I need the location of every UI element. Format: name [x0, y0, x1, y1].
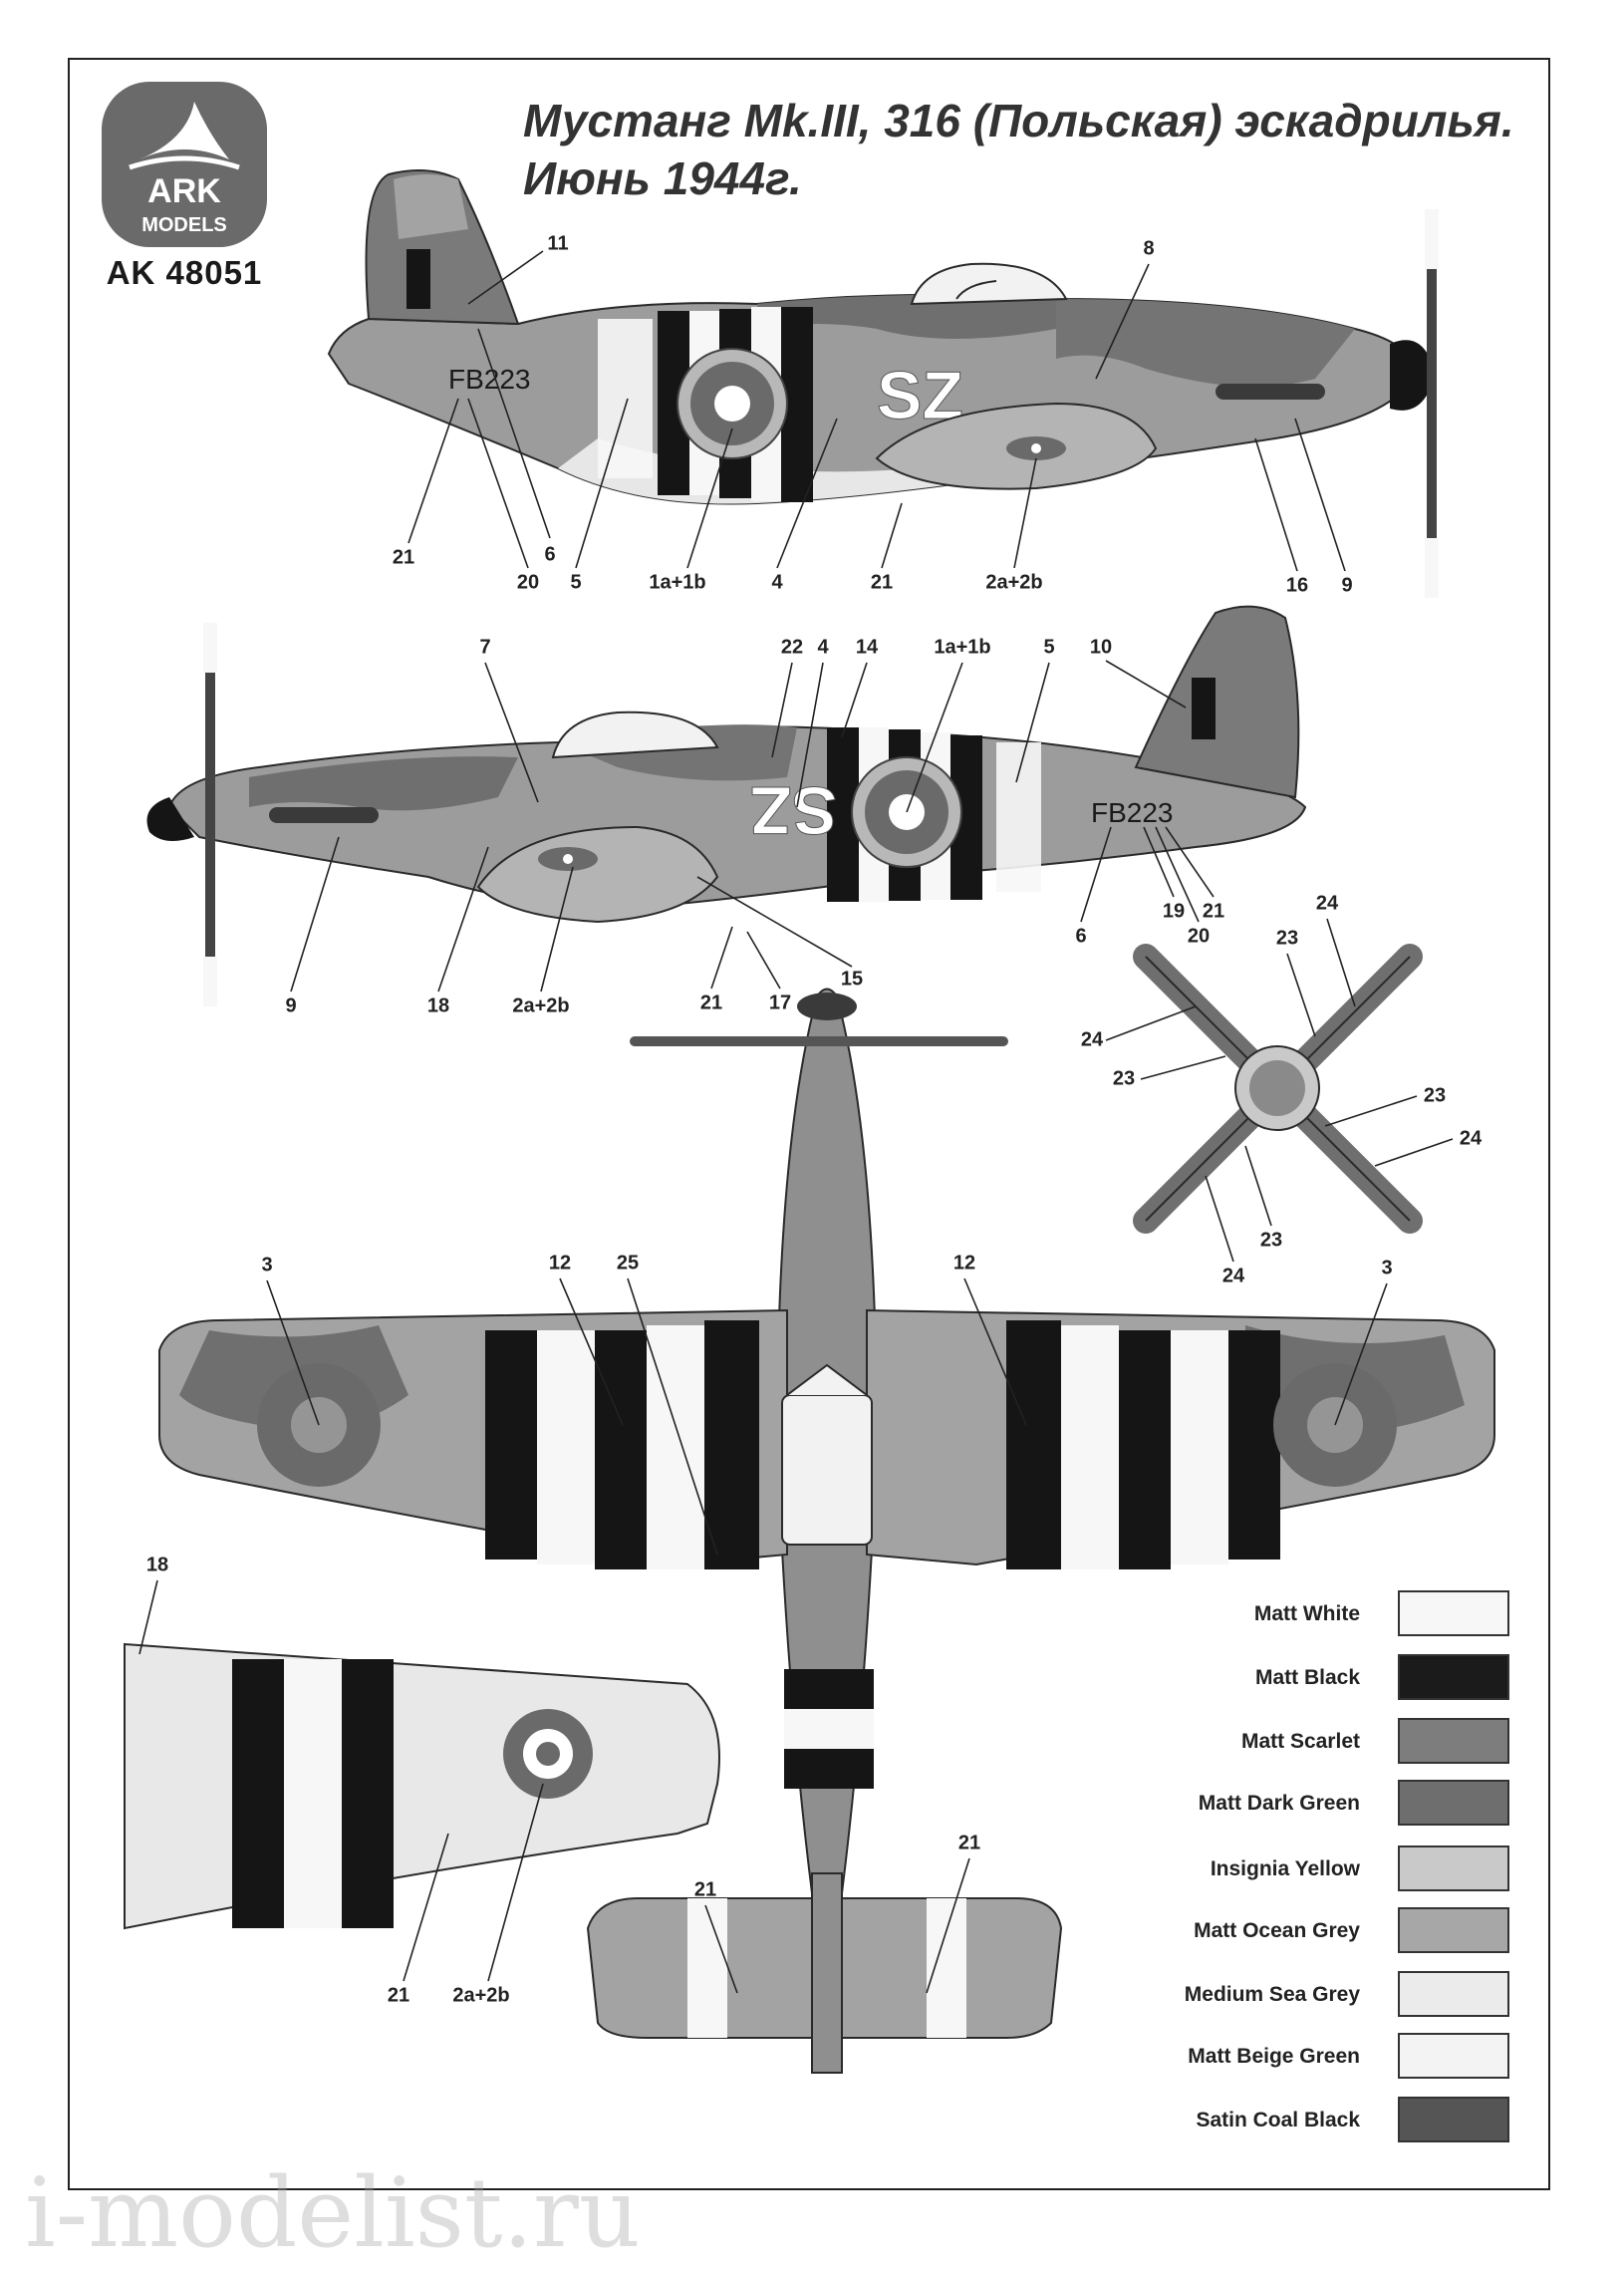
code-letters-side2: SZ: [750, 772, 837, 848]
callout: 16: [1285, 574, 1309, 597]
callout: 23: [1259, 1229, 1283, 1252]
callout: 9: [285, 994, 297, 1017]
paint-name: Medium Sea Grey: [1184, 1983, 1360, 2006]
callout: 21: [693, 1878, 717, 1901]
wing-underside-view: [124, 1642, 720, 1930]
paint-swatch: [1398, 1971, 1509, 2017]
callout: 2a+2b: [985, 571, 1043, 594]
scheme-title-line2: Июнь 1944г.: [523, 152, 802, 204]
legend-item: Matt Black: [1126, 1654, 1509, 1702]
callout: 24: [1221, 1265, 1245, 1287]
legend-item: Matt White: [1126, 1590, 1509, 1638]
paint-name: Matt Scarlet: [1240, 1730, 1360, 1753]
callout: 18: [145, 1554, 169, 1576]
side-view-right: SZ FB223: [146, 605, 1307, 1006]
ark-models-logo: ARK MODELS: [102, 82, 267, 247]
callout: 22: [780, 636, 804, 659]
callout: 24: [1459, 1127, 1483, 1150]
paint-swatch: [1398, 1718, 1509, 1764]
callout: 14: [855, 636, 879, 659]
page-frame: [68, 58, 1550, 2190]
legend-item: Matt Beige Green: [1126, 2033, 1509, 2081]
paint-name: Matt White: [1253, 1602, 1360, 1625]
callout: 11: [547, 232, 569, 255]
legend-item: Matt Ocean Grey: [1126, 1907, 1509, 1955]
paint-swatch: [1398, 2033, 1509, 2079]
callout: 4: [817, 636, 829, 659]
legend-item: Medium Sea Grey: [1126, 1971, 1509, 2019]
callout: 5: [1043, 636, 1055, 659]
callout: 24: [1315, 892, 1339, 915]
callout: 20: [1187, 925, 1211, 948]
callout: 6: [1075, 925, 1087, 948]
callout: 21: [387, 1984, 410, 2007]
callout: 9: [1341, 574, 1353, 597]
callout: 23: [1112, 1067, 1136, 1090]
callout: 10: [1089, 636, 1113, 659]
callout: 12: [952, 1252, 976, 1275]
callout: 6: [544, 543, 556, 566]
callout: 24: [1080, 1028, 1104, 1051]
callout: 5: [570, 571, 582, 594]
paint-name: Matt Dark Green: [1198, 1792, 1360, 1815]
callout: 15: [840, 968, 864, 991]
callout: 2a+2b: [452, 1984, 510, 2007]
paint-swatch: [1398, 1845, 1509, 1891]
callout: 21: [699, 992, 723, 1014]
legend-item: Insignia Yellow: [1126, 1845, 1509, 1893]
callout: 1a+1b: [934, 636, 991, 659]
callout: 23: [1275, 927, 1299, 950]
logo-text-top: ARK: [147, 172, 221, 210]
callout: 3: [261, 1254, 273, 1276]
paint-name: Matt Ocean Grey: [1194, 1919, 1360, 1942]
propeller-front-view: [1133, 944, 1423, 1234]
serial-side1: FB223: [448, 364, 531, 395]
paint-name: Satin Coal Black: [1196, 2109, 1360, 2131]
callout: 4: [771, 571, 783, 594]
callout: 12: [548, 1252, 572, 1275]
paint-swatch: [1398, 1654, 1509, 1700]
paint-swatch: [1398, 1780, 1509, 1826]
logo-text-bottom: MODELS: [141, 214, 227, 236]
paint-name: Matt Black: [1254, 1666, 1360, 1689]
callout: 18: [426, 994, 450, 1017]
callout: 8: [1143, 237, 1155, 260]
paint-name: Insignia Yellow: [1210, 1857, 1360, 1880]
callout: 2a+2b: [512, 994, 570, 1017]
callout: 23: [1423, 1084, 1447, 1107]
side-view-left: SZ FB223: [327, 169, 1439, 598]
paint-name: Matt Beige Green: [1188, 2045, 1360, 2068]
serial-side2: FB223: [1091, 797, 1174, 828]
callout: 3: [1381, 1257, 1393, 1279]
legend-item: Matt Scarlet: [1126, 1718, 1509, 1766]
legend-item: Satin Coal Black: [1126, 2097, 1509, 2144]
callout: 21: [957, 1832, 981, 1854]
scheme-title: Мустанг Mk.III, 316 (Польская) эскадриль…: [523, 92, 1514, 207]
paint-swatch: [1398, 1590, 1509, 1636]
callout: 21: [870, 571, 894, 594]
scheme-title-line1: Мустанг Mk.III, 316 (Польская) эскадриль…: [523, 95, 1514, 146]
paint-swatch: [1398, 2097, 1509, 2142]
callout: 17: [768, 992, 792, 1014]
paint-swatch: [1398, 1907, 1509, 1953]
callout: 20: [516, 571, 540, 594]
catalog-number: AK 48051: [106, 254, 263, 291]
callout: 7: [479, 636, 491, 659]
callout: 21: [392, 546, 415, 569]
legend-item: Matt Dark Green: [1126, 1780, 1509, 1828]
callout: 19: [1162, 900, 1186, 923]
callout: 21: [1202, 900, 1225, 923]
callout: 25: [616, 1252, 640, 1275]
watermark: i-modelist.ru: [25, 2157, 641, 2269]
callout: 1a+1b: [649, 571, 706, 594]
